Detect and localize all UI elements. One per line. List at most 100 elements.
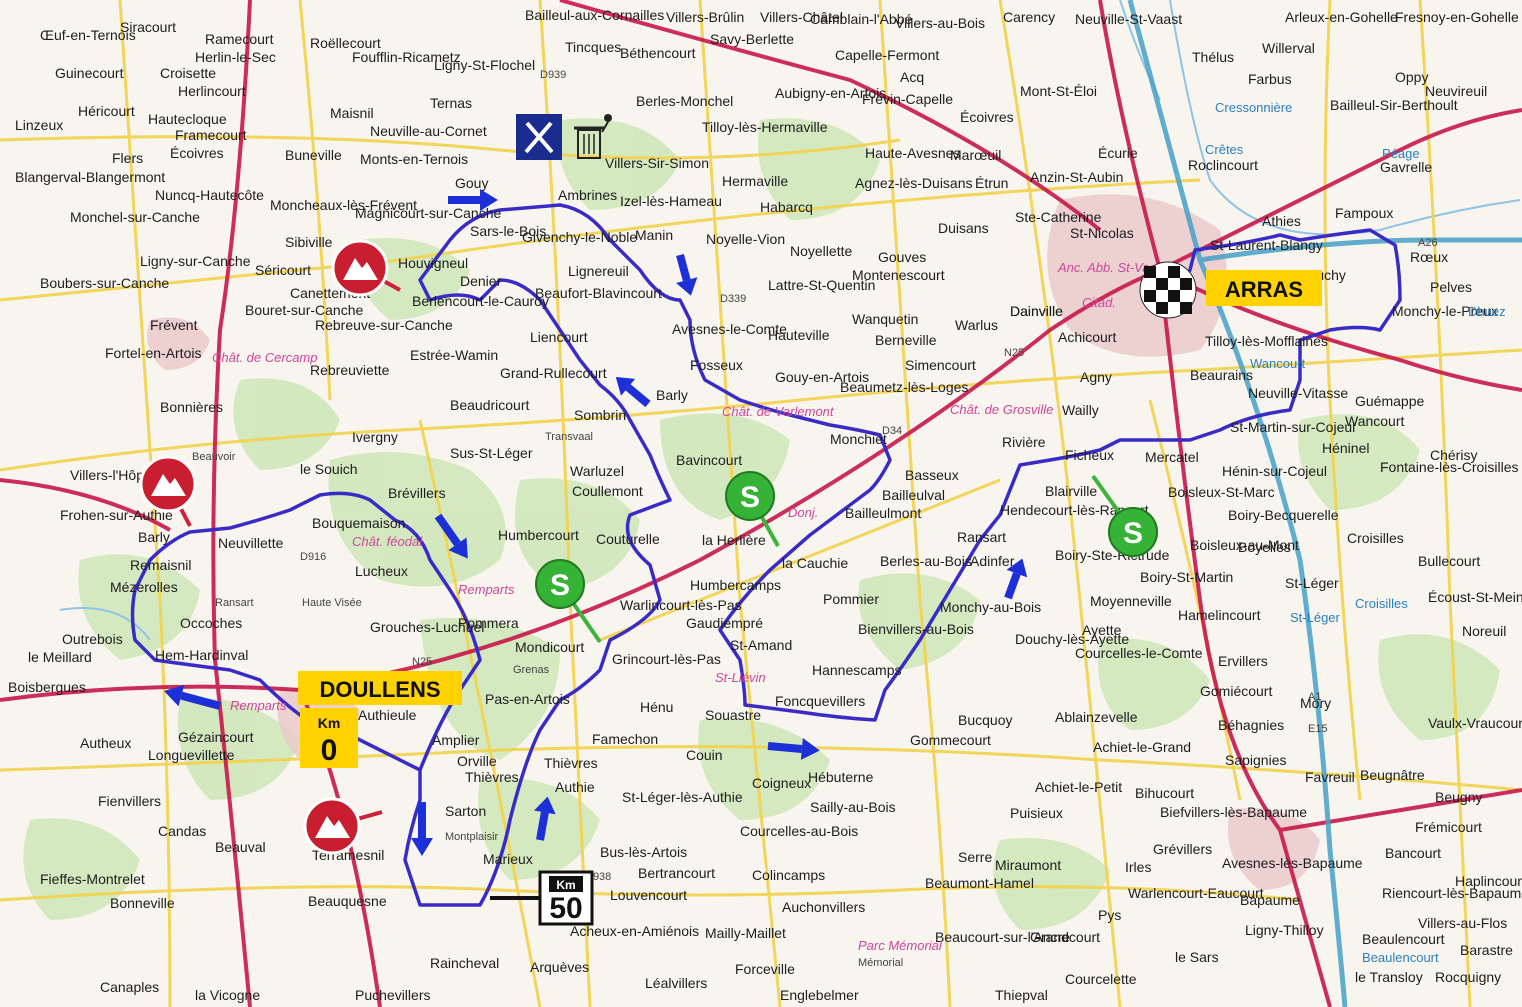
town-label: Ligny-sur-Canche	[140, 253, 251, 269]
town-label: Frévin-Capelle	[862, 91, 953, 107]
town-label: Siracourt	[120, 19, 176, 35]
town-label: Simencourt	[905, 357, 976, 373]
town-label: la Vicogne	[195, 987, 260, 1003]
town-label: Forceville	[735, 961, 795, 977]
town-label: Roclincourt	[1188, 157, 1258, 173]
town-label: Avesnes-le-Comte	[672, 321, 787, 337]
town-label: Arleux-en-Gohelle	[1285, 9, 1398, 25]
town-label: Coigneux	[752, 775, 811, 791]
town-label: Bucquoy	[958, 712, 1012, 728]
town-label: Favreuil	[1305, 769, 1355, 785]
town-label: Sibiville	[285, 234, 333, 250]
town-label: Villers-Sir-Simon	[605, 155, 709, 171]
town-label: Courcelles-au-Bois	[740, 823, 858, 839]
town-label: Fienvillers	[98, 793, 161, 809]
road-label: Montplaisir	[445, 831, 499, 843]
town-label: Beaufort-Blavincourt	[535, 285, 662, 301]
town-label: Houvigneul	[398, 255, 468, 271]
town-label: Agnez-lès-Duisans	[855, 175, 973, 191]
town-label: Noyellette	[790, 243, 852, 259]
town-label: Izel-lès-Hameau	[620, 193, 722, 209]
town-label: Estrée-Wamin	[410, 347, 498, 363]
town-label: Serre	[958, 849, 992, 865]
start-label: DOULLENS	[298, 671, 462, 705]
town-label: Bonneville	[110, 895, 175, 911]
sprint-marker: S	[725, 471, 780, 547]
town-label: Mézerolles	[110, 579, 178, 595]
town-label: Héninel	[1322, 440, 1369, 456]
town-label: Berneville	[875, 332, 937, 348]
town-label: Wancourt	[1345, 413, 1405, 429]
town-label: St-Léger	[1285, 575, 1339, 591]
town-label: Acheux-en-Amiénois	[570, 923, 699, 939]
town-label: Bus-lès-Artois	[600, 844, 687, 860]
town-label: St-Nicolas	[1070, 225, 1134, 241]
arrow-down-icon	[411, 802, 433, 856]
town-label: Bapaume	[1240, 892, 1300, 908]
town-label: Herlincourt	[178, 83, 246, 99]
town-label: Brévillers	[388, 485, 446, 501]
town-label: Rebreuve-sur-Canche	[315, 317, 453, 333]
town-label: Gaudiempré	[686, 615, 763, 631]
town-label: Sarton	[445, 803, 486, 819]
landmark-label: Donj.	[788, 505, 818, 520]
town-label: Sombrin	[574, 407, 626, 423]
town-label: Lucheux	[355, 563, 408, 579]
river-labels: CressonnièreCrêtesWancourtCroisillesSt-L…	[1205, 100, 1506, 965]
town-label: la Cauchie	[782, 555, 848, 571]
town-label: Longuevillette	[148, 747, 235, 763]
town-label: Courcelles-le-Comte	[1075, 645, 1203, 661]
town-label: Hamelincourt	[1178, 607, 1261, 623]
sprint-letter: S	[550, 569, 570, 602]
town-label: Hautecloque	[148, 111, 227, 127]
town-label: Lattre-St-Quentin	[768, 277, 875, 293]
town-label: Magnicourt-sur-Canche	[355, 205, 501, 221]
town-label: Courcelette	[1065, 971, 1137, 987]
arrow-right-icon	[448, 189, 498, 211]
arrow-down-right-icon	[434, 513, 468, 559]
town-label: Gézaincourt	[178, 729, 254, 745]
town-label: Nuncq-Hautecôte	[155, 187, 264, 203]
landmark-label: Chât. de Varlemont	[722, 404, 835, 419]
town-label: Croisette	[160, 65, 216, 81]
town-label: Héricourt	[78, 103, 135, 119]
sprint-marker: S	[1091, 474, 1158, 557]
town-label: Fosseux	[690, 357, 743, 373]
town-label: Sars-le-Bois	[470, 223, 546, 239]
town-label: Ligny-Thilloy	[1245, 922, 1324, 938]
town-label: Hénu	[640, 699, 673, 715]
town-label: Rœux	[1410, 249, 1448, 265]
town-label: Amplier	[432, 732, 480, 748]
arrow-down-icon	[676, 253, 698, 296]
town-label: Ransart	[957, 529, 1006, 545]
town-label: Foncquevillers	[775, 693, 865, 709]
town-label: Colincamps	[752, 867, 825, 883]
town-label: Warluzel	[570, 463, 624, 479]
arrow-up-left-icon	[615, 377, 651, 408]
town-label: Capelle-Fermont	[835, 47, 939, 63]
town-label: Beaumetz-lès-Loges	[840, 379, 968, 395]
town-label: Warlus	[955, 317, 998, 333]
feed-zone-icon	[516, 114, 562, 160]
town-label: Boisleux-St-Marc	[1168, 484, 1275, 500]
town-label: Ramecourt	[205, 31, 274, 47]
motorways	[1127, 0, 1522, 1007]
town-label: Montenescourt	[852, 267, 945, 283]
town-label: Monchiet	[830, 431, 887, 447]
town-label: Pys	[1098, 907, 1121, 923]
town-label: Neuville-Vitasse	[1248, 385, 1348, 401]
town-label: Œuf-en-Ternois	[40, 27, 136, 43]
town-label: Guinecourt	[55, 65, 124, 81]
town-label: Neuvillette	[218, 535, 284, 551]
road-label: Beauvoir	[192, 451, 236, 463]
town-label: Noreuil	[1462, 623, 1506, 639]
town-label: Ste-Catherine	[1015, 209, 1102, 225]
road-label: Ransart	[215, 597, 254, 609]
climb-marker	[139, 455, 197, 527]
town-label: Achicourt	[1058, 329, 1116, 345]
town-label: Monchy-au-Bois	[940, 599, 1041, 615]
town-label: Berlencourt-le-Cauroy	[412, 293, 549, 309]
town-label: Rebreuviette	[310, 362, 390, 378]
town-label: Ficheux	[1065, 447, 1114, 463]
town-label: Puisieux	[1010, 805, 1063, 821]
